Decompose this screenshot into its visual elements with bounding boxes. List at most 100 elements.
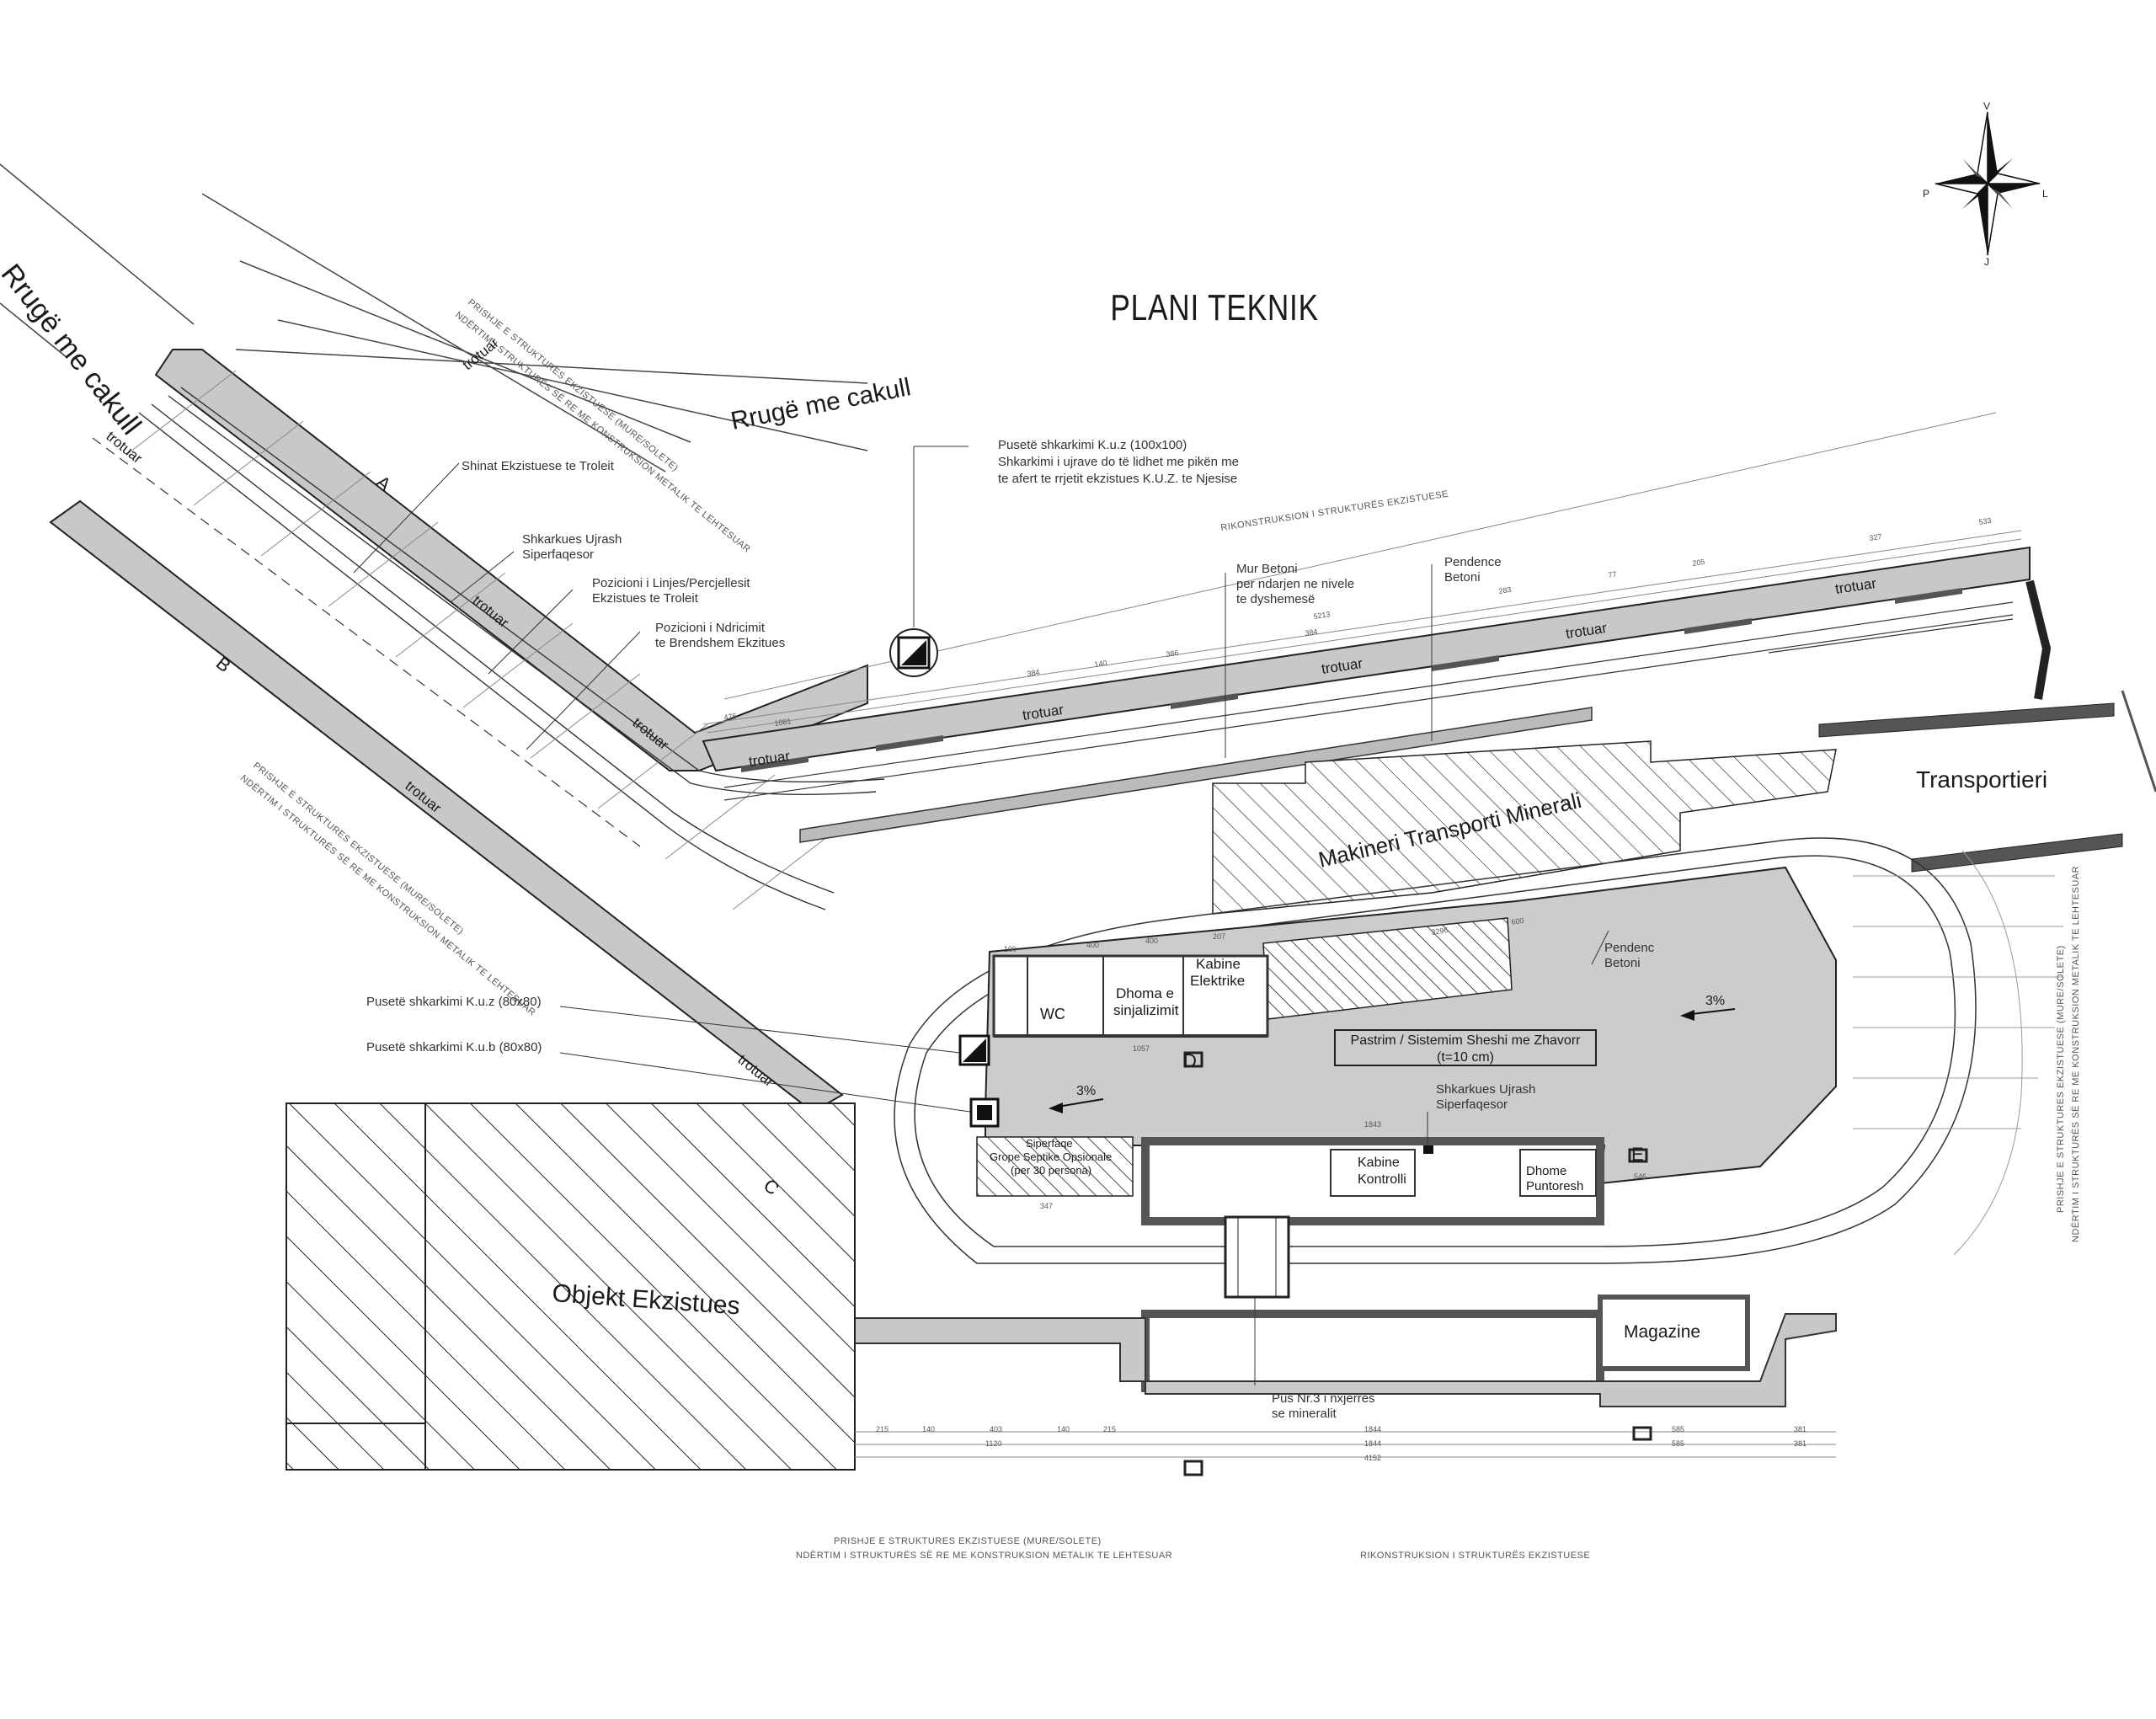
dim-value: 384 [1305, 627, 1318, 638]
top-right-end-wall [2025, 579, 2052, 700]
slope-arrows [1049, 1008, 1736, 1113]
band-demolition-bottom: PRISHJE E STRUKTURES EKZISTUESE (MURE/SO… [834, 1536, 1102, 1546]
compass-south: J [1984, 256, 1989, 268]
conveyor-structure [1818, 690, 2156, 873]
conveyor-label: Transportieri [1916, 766, 2047, 793]
workers-room-line2: Puntoresh [1526, 1179, 1583, 1193]
electric-cabin-line2: Elektrike [1190, 973, 1245, 989]
band-reconstruction-top: RIKONSTRUKSION I STRUKTURËS EKZISTUESE [1220, 489, 1449, 533]
well-note-1: Pus Nr.3 i nxjerres [1272, 1391, 1375, 1406]
dim-value: 386 [1166, 649, 1179, 659]
dim-value: 327 [1869, 532, 1882, 542]
slope-label-1: 3% [1076, 1084, 1096, 1098]
dim-value: 585 [1672, 1425, 1684, 1433]
concrete-wall-strip [799, 707, 1593, 843]
dim-value: 100 [1004, 945, 1017, 953]
dim-value: 403 [990, 1425, 1002, 1433]
surface-drain-2-line1: Shkarkues Ujrash [1436, 1082, 1535, 1097]
track-loop [894, 837, 1977, 1264]
compass-north: V [1983, 100, 1990, 112]
slope-concrete-1-line1: Pendence [1444, 555, 1502, 569]
manhole-100-note: Pusetë shkarkimi K.u.z (100x100) [998, 438, 1187, 452]
dim-value: 600 [1511, 916, 1524, 926]
dim-value: 1843 [1364, 1120, 1381, 1129]
dim-value: 207 [1213, 932, 1225, 941]
leader-lines [353, 446, 1609, 1385]
sewer-note-1: Shkarkimi i ujrave do të lidhet me pikën… [998, 455, 1239, 469]
dim-value: 283 [1498, 585, 1512, 595]
control-building [1141, 1137, 1750, 1392]
sidewalk-top [702, 546, 2031, 772]
band-newstructure-left: NDËRTIM I STRUKTURËS SË RE ME KONSTRUKSI… [238, 773, 537, 1018]
electric-cabin-line1: Kabine [1196, 956, 1241, 972]
section-mark-d: D [1183, 1050, 1197, 1071]
tram-line-note-1: Pozicioni i Linjes/Percjellesit [592, 576, 750, 590]
lighting-note-1: Pozicioni i Ndricimit [655, 621, 766, 635]
dim-value: 533 [1978, 516, 1992, 526]
manholes [889, 628, 1000, 1128]
sidewalk-lower-diagonal [49, 499, 844, 1113]
septic-line3: (per 30 persona) [1011, 1164, 1091, 1177]
lighting-note-2: te Brendshem Ekzitues [655, 636, 785, 650]
band-newstructure-bottom: NDËRTIM I STRUKTURËS SË RE ME KONSTRUKSI… [796, 1551, 1172, 1561]
surface-drain-1-line1: Shkarkues Ujrash [522, 532, 622, 547]
cleaning-area-box [1334, 1029, 1597, 1066]
dim-value: 546 [1634, 1172, 1646, 1181]
manhole-kub-80-note: Pusetë shkarkimi K.u.b (80x80) [366, 1040, 542, 1054]
slope-concrete-2-line1: Pendenc [1604, 941, 1655, 955]
sidewalk-label: trotuar [460, 334, 502, 373]
band-reconstruction-bottom: RIKONSTRUKSION I STRUKTURËS EKZISTUESE [1360, 1551, 1590, 1561]
dim-value: 347 [1040, 1202, 1053, 1210]
existing-object [286, 1102, 856, 1471]
band-newstructure-right: NDËRTIM I STRUKTURËS SË RE ME KONSTRUKSI… [2071, 866, 2081, 1242]
workers-room-line1: Dhome [1526, 1164, 1566, 1178]
bottom-grey-strip [854, 1313, 1837, 1407]
concrete-wall-note-2: per ndarjen ne nivele [1236, 577, 1354, 591]
dim-value: 215 [876, 1425, 889, 1433]
slope-concrete-2-line2: Betoni [1604, 956, 1641, 970]
warehouse-label: Magazine [1624, 1322, 1700, 1342]
tram-rails-note: Shinat Ekzistuese te Troleit [462, 459, 615, 473]
cleaning-area-line2: (t=10 cm) [1437, 1050, 1494, 1065]
dim-value: 1844 [1364, 1425, 1381, 1433]
dim-value: 205 [1692, 558, 1705, 568]
concrete-wall-note-3: te dyshemesë [1236, 592, 1315, 606]
slope-concrete-1-line2: Betoni [1444, 570, 1481, 585]
small-buildings [992, 954, 1269, 1038]
concrete-wall-note-1: Mur Betoni [1236, 562, 1298, 576]
dim-value: 3296 [1431, 926, 1449, 937]
sidewalk-upper-diagonal [154, 349, 868, 771]
annotation-texts: Pusetë shkarkimi K.u.z (100x100) Shkarki… [366, 438, 1655, 1421]
dim-value: 215 [1103, 1425, 1116, 1433]
signal-room-line2: sinjalizimit [1113, 1002, 1179, 1018]
dim-value: 400 [1086, 941, 1099, 949]
septic-line2: Grope Septike Opsionale [990, 1150, 1112, 1163]
dim-value: 77 [1608, 570, 1617, 579]
dimension-labels-top: 1081 476 384 140 386 384 5213 283 77 205… [723, 516, 1992, 728]
top-road-edges [235, 319, 868, 451]
dim-value: 381 [1794, 1425, 1806, 1433]
control-cabin-line1: Kabine [1358, 1156, 1400, 1170]
top-sidewalk-dark-marks [741, 588, 1962, 772]
dim-value: 140 [1094, 659, 1107, 669]
manhole-kuz-80-note: Pusetë shkarkimi K.u.z (80x80) [366, 995, 542, 1009]
dim-value: 4152 [1364, 1454, 1381, 1462]
band-demolition-top: PRISHJE E STRUKTURES EKZISTUESE (MURE/SO… [466, 297, 680, 473]
band-demolition-right: PRISHJE E STRUKTURES EKZISTUESE (MURE/SO… [2056, 945, 2066, 1213]
compass-west: P [1923, 188, 1929, 200]
dim-value: 384 [1027, 668, 1040, 678]
road-label-top: Rrugë me cakull [728, 373, 913, 435]
well-note-2: se mineralit [1272, 1407, 1337, 1421]
dim-value: 140 [1057, 1425, 1070, 1433]
dim-value: 140 [922, 1425, 935, 1433]
dim-value: 1081 [774, 717, 792, 728]
bottom-dimension-lines [855, 1431, 1836, 1458]
dim-value: 381 [1794, 1439, 1806, 1448]
section-marks [1183, 1051, 1652, 1476]
compass-east: L [2042, 188, 2048, 200]
tram-line-note-2: Ekzistues te Troleit [592, 591, 699, 606]
dim-value: 5213 [1313, 610, 1331, 621]
septic-line1: Siperfaqe [1026, 1137, 1073, 1150]
surface-drain-1-line2: Siperfaqesor [522, 547, 594, 562]
